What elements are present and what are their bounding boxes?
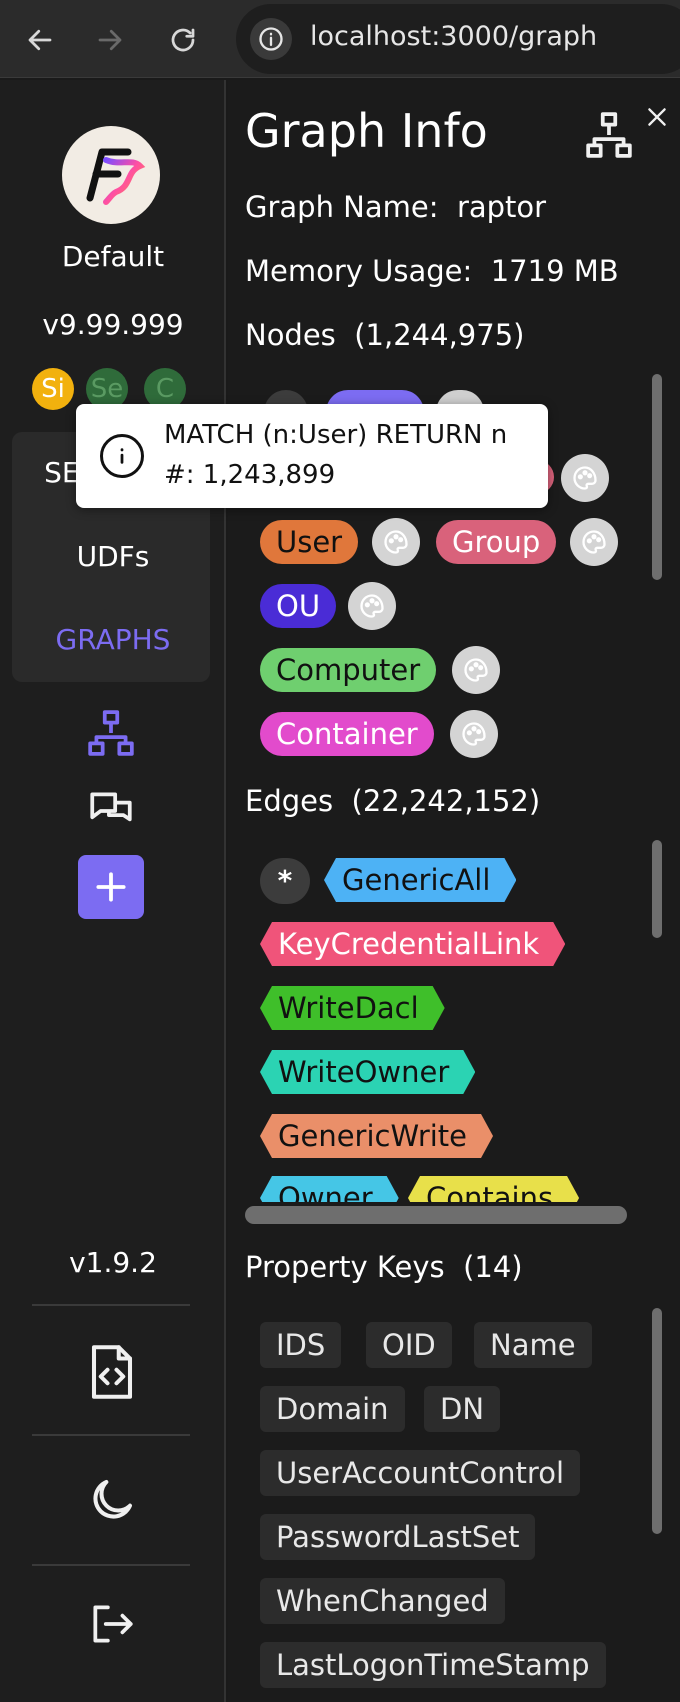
palette-icon bbox=[384, 530, 408, 554]
property-key[interactable]: OID bbox=[366, 1322, 452, 1368]
nodes-heading: Nodes (1,244,975) bbox=[245, 318, 525, 352]
property-key[interactable]: IDS bbox=[260, 1322, 342, 1368]
info-icon bbox=[259, 27, 283, 51]
palette-button[interactable] bbox=[450, 710, 498, 758]
tooltip-count: #: 1,243,899 bbox=[164, 460, 336, 490]
palette-button[interactable] bbox=[372, 518, 420, 566]
add-button[interactable] bbox=[78, 855, 144, 919]
edges-horizontal-scrollbar[interactable] bbox=[245, 1206, 627, 1224]
moon-icon bbox=[93, 1479, 133, 1519]
palette-icon bbox=[360, 594, 384, 618]
sidebar-item-udfs[interactable]: UDFs bbox=[76, 540, 150, 573]
palette-button[interactable] bbox=[561, 454, 609, 502]
node-label-user[interactable]: User bbox=[260, 520, 359, 564]
divider bbox=[32, 1304, 190, 1306]
back-button[interactable] bbox=[20, 20, 60, 60]
app-version: v9.99.999 bbox=[42, 308, 184, 341]
edge-type-genericwrite[interactable]: GenericWrite bbox=[260, 1114, 493, 1158]
node-label-tooltip: MATCH (n:User) RETURN n #: 1,243,899 bbox=[76, 404, 548, 508]
node-label-group[interactable]: Group bbox=[436, 520, 557, 564]
graph-view-button[interactable] bbox=[84, 706, 138, 760]
palette-button[interactable] bbox=[452, 646, 500, 694]
graph-schema-button[interactable] bbox=[584, 110, 634, 160]
arrow-left-icon bbox=[28, 29, 52, 51]
chat-button[interactable] bbox=[84, 784, 138, 838]
divider bbox=[32, 1434, 190, 1436]
page-title: Graph Info bbox=[245, 104, 488, 158]
edges-heading: Edges (22,242,152) bbox=[245, 784, 541, 818]
edge-type-contains[interactable]: Contains bbox=[408, 1176, 579, 1202]
palette-icon bbox=[573, 466, 597, 490]
arrow-right-icon bbox=[98, 29, 122, 51]
browser-toolbar: localhost:3000/graph bbox=[0, 0, 680, 78]
palette-icon bbox=[582, 530, 606, 554]
plus-icon bbox=[96, 872, 126, 902]
reload-button[interactable] bbox=[163, 20, 203, 60]
url-text: localhost:3000/graph bbox=[310, 21, 598, 52]
memory-usage-row: Memory Usage: 1719 MB bbox=[245, 254, 619, 288]
sidebar-item-graphs[interactable]: GRAPHS bbox=[55, 623, 171, 656]
property-key[interactable]: UserAccountControl bbox=[260, 1450, 581, 1496]
app-logo[interactable] bbox=[62, 126, 160, 224]
divider bbox=[32, 1564, 190, 1566]
app-name: Default bbox=[61, 240, 165, 273]
edge-type-writeowner[interactable]: WriteOwner bbox=[260, 1050, 475, 1094]
palette-button[interactable] bbox=[570, 518, 618, 566]
site-info-button[interactable] bbox=[250, 18, 292, 60]
property-key[interactable]: Name bbox=[474, 1322, 592, 1368]
property-key[interactable]: PasswordLastSet bbox=[260, 1514, 536, 1560]
docs-button[interactable] bbox=[82, 1340, 142, 1404]
graph-name-value: raptor bbox=[456, 190, 547, 224]
theme-toggle-button[interactable] bbox=[82, 1470, 142, 1530]
property-key[interactable]: DN bbox=[424, 1386, 501, 1432]
logout-icon bbox=[93, 1605, 133, 1643]
property-keys-count: (14) bbox=[463, 1250, 523, 1284]
falkor-logo-icon bbox=[86, 148, 146, 205]
edges-clip: Owner Contains bbox=[240, 1172, 660, 1202]
reload-icon bbox=[171, 28, 195, 52]
property-key[interactable]: WhenChanged bbox=[260, 1578, 505, 1624]
palette-icon bbox=[464, 658, 488, 682]
chat-icon bbox=[90, 792, 132, 822]
property-key[interactable]: LastLogonTimeStamp bbox=[260, 1642, 606, 1688]
logout-button[interactable] bbox=[84, 1596, 140, 1652]
edges-count: (22,242,152) bbox=[351, 784, 541, 818]
edges-scrollbar[interactable] bbox=[652, 840, 662, 938]
node-label-computer[interactable]: Computer bbox=[260, 648, 437, 692]
palette-icon bbox=[462, 722, 486, 746]
file-code-icon bbox=[91, 1345, 133, 1399]
node-label-ou[interactable]: OU bbox=[260, 584, 337, 628]
property-keys-scrollbar[interactable] bbox=[652, 1308, 662, 1534]
network-icon bbox=[586, 112, 632, 158]
close-button[interactable] bbox=[644, 104, 674, 134]
address-bar[interactable] bbox=[236, 4, 680, 74]
forward-button[interactable] bbox=[90, 20, 130, 60]
palette-button[interactable] bbox=[348, 582, 396, 630]
nodes-scrollbar[interactable] bbox=[652, 374, 662, 580]
edge-type-keycredentiallink[interactable]: KeyCredentialLink bbox=[260, 922, 565, 966]
edge-type-owner[interactable]: Owner bbox=[260, 1176, 399, 1202]
nodes-count: (1,244,975) bbox=[354, 318, 525, 352]
info-icon bbox=[100, 434, 144, 478]
client-version: v1.9.2 bbox=[69, 1246, 157, 1279]
network-icon bbox=[88, 710, 134, 756]
node-label-container[interactable]: Container bbox=[260, 712, 434, 756]
edge-type-genericall[interactable]: GenericAll bbox=[324, 858, 516, 902]
badge-c[interactable]: C bbox=[144, 368, 186, 410]
graph-name-row: Graph Name: raptor bbox=[245, 190, 547, 224]
edge-type-writedacl[interactable]: WriteDacl bbox=[260, 986, 445, 1030]
badge-se[interactable]: Se bbox=[86, 368, 128, 410]
edge-type-all[interactable]: * bbox=[260, 858, 310, 904]
badge-si[interactable]: Si bbox=[32, 368, 74, 410]
property-key[interactable]: Domain bbox=[260, 1386, 405, 1432]
property-keys-heading: Property Keys (14) bbox=[245, 1250, 523, 1284]
tooltip-query: MATCH (n:User) RETURN n bbox=[164, 420, 508, 450]
close-icon bbox=[648, 108, 666, 126]
memory-usage-value: 1719 MB bbox=[490, 254, 619, 288]
